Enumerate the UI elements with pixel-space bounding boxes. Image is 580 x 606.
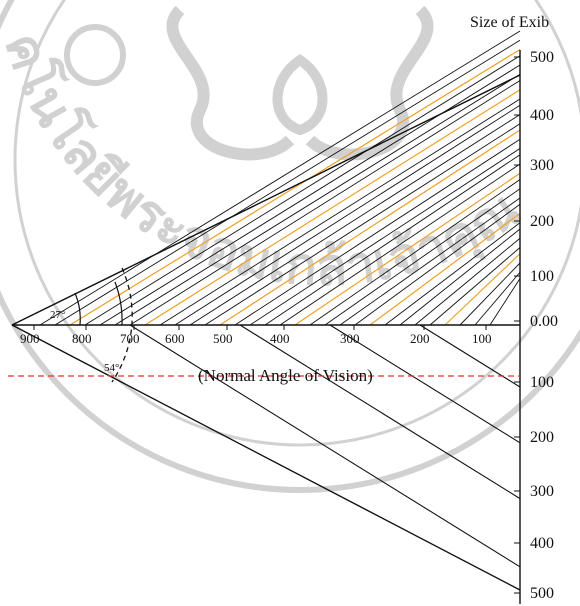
hatch-line: [144, 89, 521, 326]
vertical-tick-label: 500: [530, 585, 554, 602]
ray-line: [239, 324, 521, 500]
ray-line: [129, 324, 521, 568]
hatch-line: [69, 48, 521, 326]
vertical-tick-label: 500: [530, 49, 554, 66]
rays: [129, 324, 521, 568]
hatch-line: [384, 222, 521, 326]
ray-line: [419, 324, 521, 388]
hatch-line: [369, 213, 521, 326]
svg-text:คโนโลยีพระจอมเกล้าเจ้าคุณ: คโนโลยีพระจอมเกล้าเจ้าคุณ: [0, 26, 531, 298]
caption-label: (Normal Angle of Vision): [198, 366, 373, 385]
arc-27-outer: [114, 281, 123, 326]
hatch-line: [279, 163, 521, 326]
watermark-seal: คโนโลยีพระจอมเกล้าเจ้าคุณ: [0, 0, 580, 493]
watermark-text: คโนโลยีพระจอมเกล้าเจ้าคุณ: [0, 26, 531, 298]
horizontal-tick-label: 700: [120, 331, 140, 346]
hatch-line: [84, 55, 521, 326]
vertical-tick-label: 100: [530, 374, 554, 391]
hatch-line: [354, 203, 521, 326]
vertical-tick-label: 100: [530, 268, 554, 285]
hatch-line: [294, 172, 521, 326]
lower-boundary-line: [11, 324, 521, 591]
vertical-tick-labels-above: 500 400 300 200 100 0.00: [514, 49, 558, 330]
hatch-line: [189, 114, 521, 326]
hatch-line: [249, 148, 521, 326]
vertical-tick-label: 300: [530, 157, 554, 174]
horizontal-tick-labels: 900 800 700 600 500 400 300 200 100: [20, 325, 492, 346]
hatch-line: [264, 154, 521, 326]
hatch-line: [99, 64, 521, 326]
hatch-line: [459, 262, 521, 326]
upper-boundary-line: [11, 74, 521, 326]
hatch-line: [219, 129, 521, 326]
hatch-line: [339, 197, 521, 326]
horizontal-tick-label: 400: [270, 331, 290, 346]
vertical-tick-label: 300: [530, 483, 554, 500]
hatch-line: [114, 73, 521, 326]
hatch-line: [324, 188, 521, 326]
ray-line: [329, 324, 521, 444]
horizontal-tick-label: 300: [340, 331, 360, 346]
title-label: Size of Exib: [470, 14, 549, 31]
hatch-line: [39, 30, 521, 326]
hatch-line: [309, 179, 521, 326]
horizontal-tick-label: 100: [472, 331, 492, 346]
arc-27: [74, 292, 81, 326]
hatch-line: [129, 80, 521, 326]
vertical-tick-label: 400: [530, 535, 554, 552]
horizontal-tick-label: 900: [20, 331, 40, 346]
vertical-tick-labels-below: 100 200 300 400 500: [514, 374, 554, 602]
vertical-tick-label: 0.00: [530, 313, 558, 330]
horizontal-tick-label: 500: [213, 331, 233, 346]
vertical-tick-label: 200: [530, 429, 554, 446]
vertical-tick-label: 400: [530, 107, 554, 124]
hatch-line: [414, 237, 521, 326]
hatch-line: [474, 271, 521, 326]
hatch-line: [399, 228, 521, 326]
hatch-line: [54, 39, 521, 326]
angle-54-label: 54°: [104, 362, 119, 374]
horizontal-tick-label: 200: [410, 331, 430, 346]
hatch-line: [159, 98, 521, 326]
hatch-line: [489, 278, 521, 326]
horizontal-tick-label: 600: [165, 331, 185, 346]
hatch-line: [234, 138, 521, 326]
vertical-tick-label: 200: [530, 213, 554, 230]
angle-27-label: 27°: [50, 309, 65, 321]
hatch-line: [174, 104, 521, 326]
hatch-lines: [39, 30, 521, 326]
hatch-line: [204, 123, 521, 326]
horizontal-tick-label: 800: [72, 331, 92, 346]
hatch-line: [444, 253, 521, 326]
hatch-line: [429, 247, 521, 326]
